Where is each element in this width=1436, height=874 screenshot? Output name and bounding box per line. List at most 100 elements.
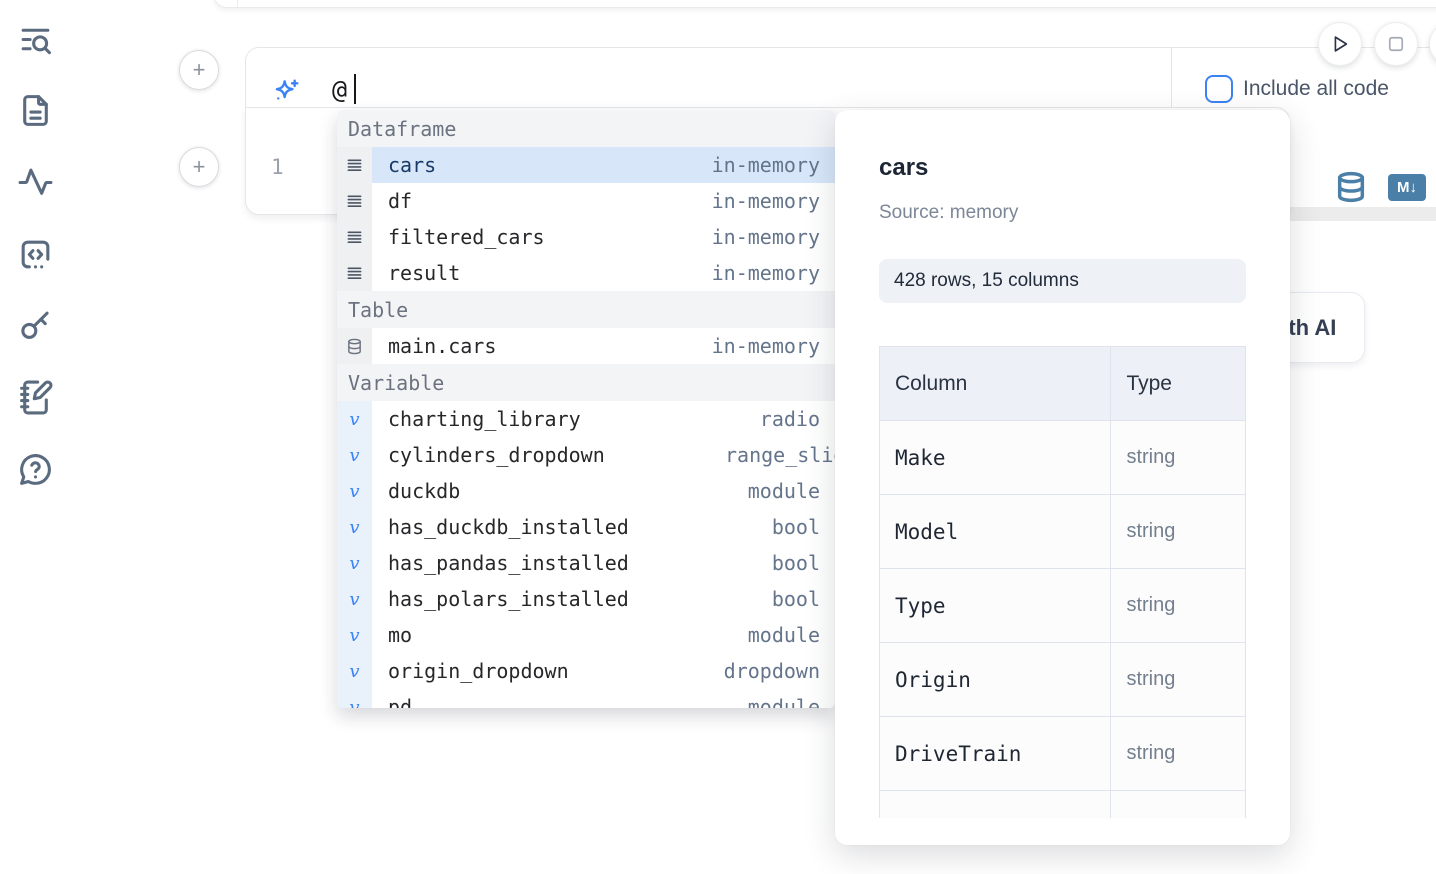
preview-table-row [879, 790, 1246, 818]
add-cell-button-top[interactable]: + [179, 50, 219, 90]
include-all-code-label: Include all code [1243, 77, 1389, 100]
line-number: 1 [271, 155, 284, 179]
preview-source: Source: memory [879, 202, 1019, 223]
variable-icon: v [337, 401, 372, 437]
variable-icon: v [337, 473, 372, 509]
play-icon [1329, 33, 1351, 55]
autocomplete-section-header: Variable [337, 364, 835, 401]
item-type: range_slider [725, 443, 835, 467]
ai-prompt-input[interactable]: @ [332, 75, 348, 104]
item-name: pd [388, 695, 413, 708]
column-type-cell: string [1110, 494, 1246, 569]
item-name: cylinders_dropdown [388, 443, 605, 467]
variable-icon: v [337, 617, 372, 653]
dataframe-icon [337, 183, 372, 219]
item-name: has_pandas_installed [388, 551, 629, 575]
column-name-cell: DriveTrain [879, 716, 1112, 791]
key-icon[interactable] [17, 307, 54, 344]
item-name: charting_library [388, 407, 581, 431]
item-name: filtered_cars [388, 225, 545, 249]
add-cell-button-bottom[interactable]: + [179, 147, 219, 187]
include-all-code-checkbox[interactable] [1205, 75, 1233, 103]
item-type: in-memory [711, 153, 820, 177]
item-type: module [747, 695, 820, 708]
column-type-cell: string [1110, 420, 1246, 495]
dataframe-icon [337, 255, 372, 291]
item-type: in-memory [711, 334, 820, 358]
autocomplete-item-cylinders_dropdown[interactable]: v cylinders_dropdown range_slider [337, 437, 835, 473]
autocomplete-item-has_polars_installed[interactable]: v has_polars_installed bool [337, 581, 835, 617]
variable-icon: v [337, 437, 372, 473]
file-text-icon[interactable] [17, 92, 54, 129]
markdown-icon[interactable]: M↓ [1388, 174, 1426, 201]
preview-table-header: Column [879, 346, 1112, 421]
autocomplete-item-main.cars[interactable]: main.cars in-memory [337, 328, 835, 364]
previous-cell-edge [213, 0, 1436, 8]
autocomplete-item-pd[interactable]: v pd module [337, 689, 835, 708]
list-search-icon[interactable] [17, 21, 54, 58]
variable-icon: v [337, 545, 372, 581]
item-type: in-memory [711, 225, 820, 249]
variable-icon: v [337, 689, 372, 708]
item-name: main.cars [388, 334, 497, 358]
item-name: duckdb [388, 479, 461, 503]
column-type-cell [1110, 790, 1246, 818]
autocomplete-item-charting_library[interactable]: v charting_library radio [337, 401, 835, 437]
autocomplete-section-header: Dataframe [337, 110, 835, 147]
preview-title: cars [879, 154, 929, 181]
sidebar [0, 0, 70, 874]
dataframe-icon [337, 219, 372, 255]
preview-shape-badge: 428 rows, 15 columns [879, 259, 1246, 303]
item-type: module [747, 479, 820, 503]
variable-icon: v [337, 509, 372, 545]
column-name-cell: Make [879, 420, 1112, 495]
autocomplete-item-result[interactable]: result in-memory [337, 255, 835, 291]
autocomplete-item-cars[interactable]: cars in-memory [337, 147, 835, 183]
dataframe-icon [337, 147, 372, 183]
variable-icon: v [337, 581, 372, 617]
ai-input-toolbar: @ [245, 47, 1436, 108]
item-type: in-memory [711, 189, 820, 213]
database-icon[interactable] [1335, 167, 1367, 207]
item-type: bool [771, 587, 820, 611]
column-name-cell: Type [879, 568, 1112, 643]
stop-cell-button[interactable] [1374, 22, 1418, 66]
item-name: cars [388, 153, 437, 177]
item-type: radio [759, 407, 820, 431]
item-type: in-memory [711, 261, 820, 285]
notebook-pen-icon[interactable] [17, 379, 54, 416]
column-name-cell: Model [879, 494, 1112, 569]
column-type-cell: string [1110, 568, 1246, 643]
dataframe-preview-popup: cars Source: memory 428 rows, 15 columns… [835, 110, 1290, 845]
item-name: has_polars_installed [388, 587, 629, 611]
column-name-cell [879, 790, 1112, 818]
code-square-icon[interactable] [17, 236, 54, 273]
run-cell-button[interactable] [1318, 22, 1362, 66]
help-chat-icon[interactable] [17, 451, 54, 488]
activity-icon[interactable] [17, 164, 54, 201]
item-name: has_duckdb_installed [388, 515, 629, 539]
toolbar-divider [1171, 48, 1172, 108]
column-type-cell: string [1110, 642, 1246, 717]
preview-table-header: Type [1110, 346, 1246, 421]
item-name: origin_dropdown [388, 659, 569, 683]
autocomplete-item-filtered_cars[interactable]: filtered_cars in-memory [337, 219, 835, 255]
variable-icon: v [337, 653, 372, 689]
item-type: module [747, 623, 820, 647]
text-cursor [354, 74, 356, 104]
item-name: result [388, 261, 461, 285]
item-name: mo [388, 623, 413, 647]
stop-icon [1386, 34, 1406, 54]
sparkles-icon [270, 76, 302, 108]
